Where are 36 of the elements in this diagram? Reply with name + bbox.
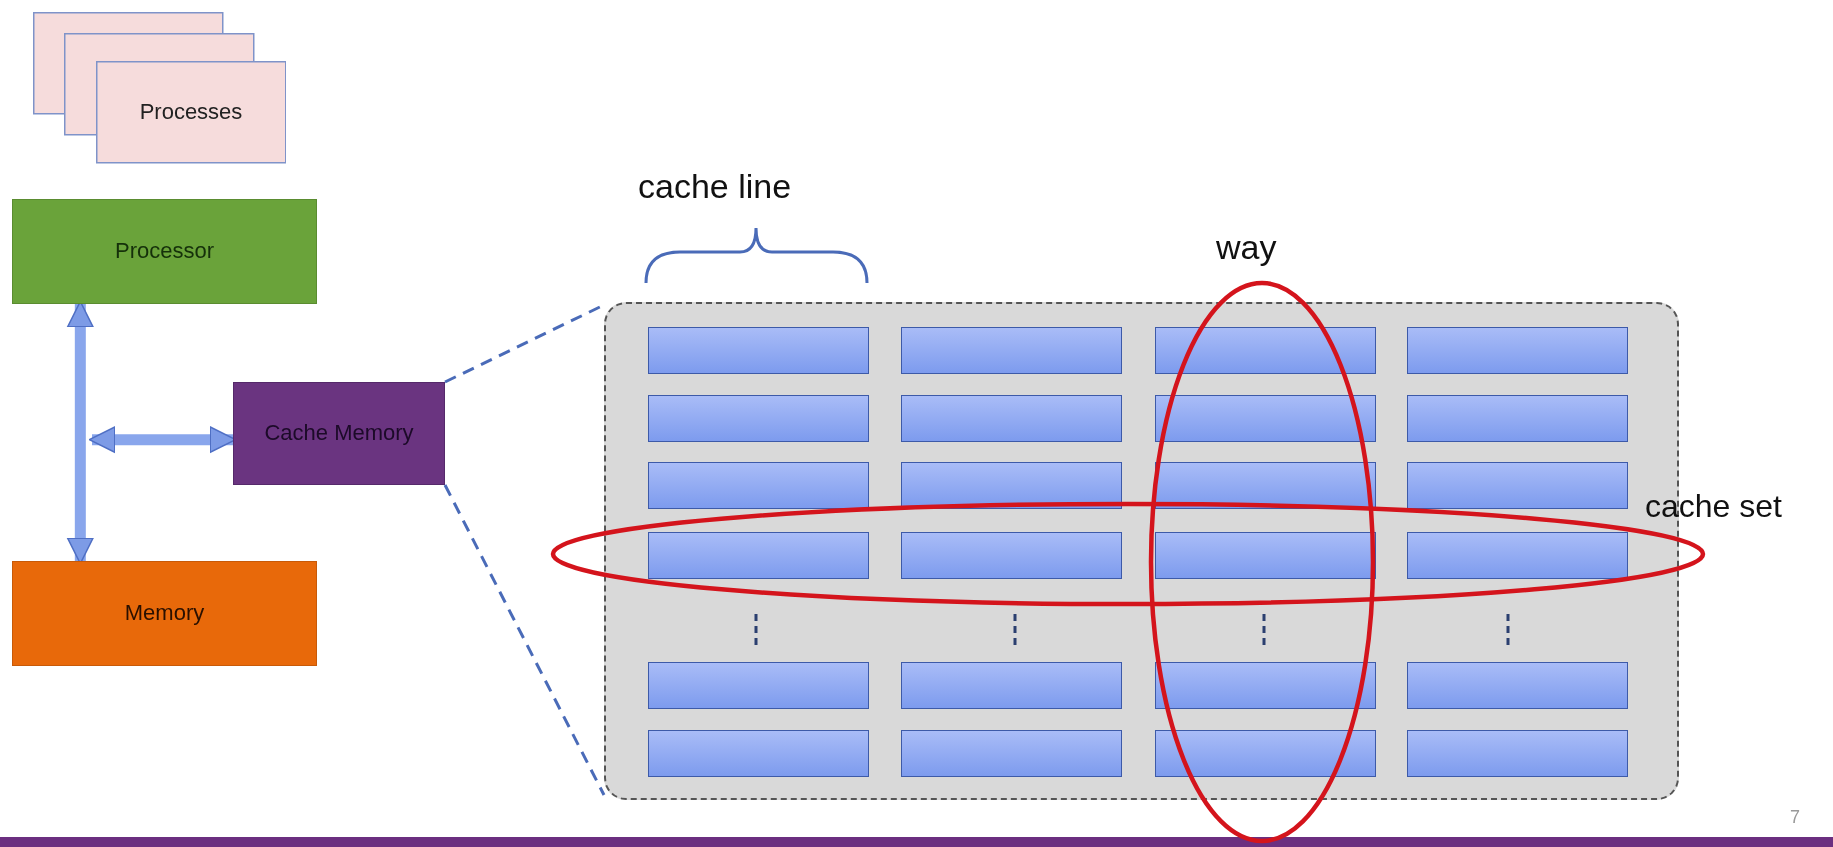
cache-line-block xyxy=(1407,730,1628,777)
zoom-guide-line xyxy=(443,484,606,796)
cache-line-block xyxy=(1155,662,1376,709)
box-label: Memory xyxy=(124,600,205,627)
stacked-process-cards xyxy=(33,12,286,164)
processor-box xyxy=(12,199,317,304)
annotation-label: way xyxy=(1216,228,1277,267)
cache-line-block xyxy=(1155,730,1376,777)
cache-line-block xyxy=(1155,532,1376,579)
cache-line-block xyxy=(1155,395,1376,442)
cache-line-block xyxy=(1407,532,1628,579)
cache-line-block xyxy=(901,532,1122,579)
cache-line-block xyxy=(648,395,869,442)
cache-line-block xyxy=(648,662,869,709)
cache-line-block xyxy=(1407,462,1628,509)
cache-line-block xyxy=(1407,395,1628,442)
cache-line-block xyxy=(901,327,1122,374)
cache-line-block xyxy=(901,462,1122,509)
cache-line-block xyxy=(901,730,1122,777)
cache-line-block xyxy=(648,462,869,509)
box-label: Cache Memory xyxy=(264,420,414,447)
cache-line-block xyxy=(901,395,1122,442)
cache-line-block xyxy=(648,730,869,777)
box-label: Processes xyxy=(139,99,243,126)
cache-line-block xyxy=(1407,327,1628,374)
cache-line-block xyxy=(648,327,869,374)
box-label: Processor xyxy=(114,238,214,265)
cache-line-block xyxy=(648,532,869,579)
cache-line-block xyxy=(1155,327,1376,374)
cache-line-block xyxy=(901,662,1122,709)
cache-memory-box xyxy=(233,382,445,485)
memory-box xyxy=(12,561,317,666)
annotation-label: cache line xyxy=(638,167,792,206)
cache-line-block xyxy=(1407,662,1628,709)
page-number: 7 xyxy=(1790,807,1800,828)
annotation-label: cache set xyxy=(1645,488,1782,525)
